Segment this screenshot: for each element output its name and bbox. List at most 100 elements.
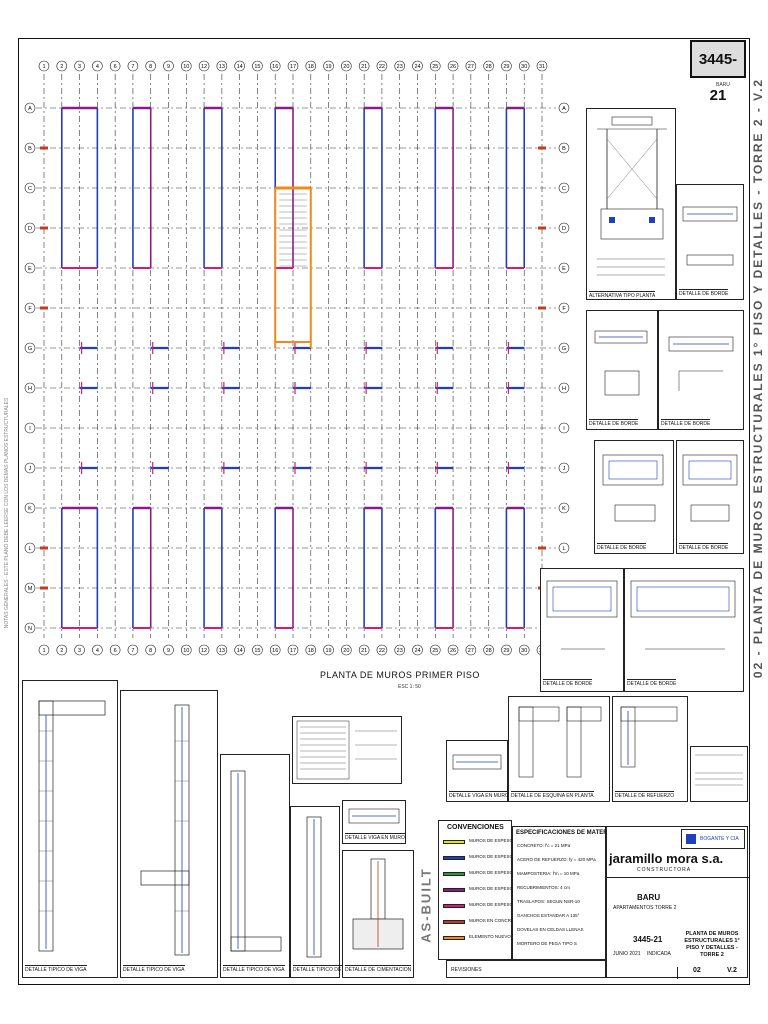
svg-text:6: 6 [114, 64, 117, 70]
svg-text:8: 8 [149, 64, 152, 70]
detail-muro-a: DETALLE TIPICO DE VIGA [22, 680, 118, 978]
legend-label: MUROS DE ESPESOR e=10cm [469, 838, 534, 843]
caption-viga-1: DETALLE DE BORDE [679, 289, 729, 297]
svg-text:21: 21 [361, 648, 367, 654]
grid-col-bubble: 1 [38, 644, 50, 656]
svg-text:4: 4 [96, 648, 99, 654]
caption-dovela: DETALLE VIGA EN MURO [449, 791, 509, 799]
legend-label: MUROS DE ESPESOR e=25cm [469, 902, 534, 907]
grid-row-bubble: D [24, 222, 36, 234]
svg-text:28: 28 [486, 648, 492, 654]
caption-muro-d: DETALLE TIPICO DE VIGA [293, 965, 355, 973]
detail-viga-4: DETALLE DE BORDE [594, 440, 674, 554]
grid-row-bubble: J [24, 462, 36, 474]
detail-viga-3-drawing [668, 336, 734, 391]
svg-text:4: 4 [96, 64, 99, 70]
detail-alternativa-drawing [597, 116, 667, 276]
grid-row-bubble: D [558, 222, 570, 234]
caption-alternativa: ALTERNATIVA TIPO PLANTA [589, 291, 656, 299]
caption-viga-en-muro: DETALLE VIGA EN MURO [345, 833, 405, 841]
caption-viga-2: DETALLE DE BORDE [589, 419, 639, 427]
svg-text:9: 9 [167, 64, 170, 70]
detail-dovela: DETALLE VIGA EN MURO [446, 740, 509, 802]
detail-viga-2: DETALLE DE BORDE [586, 310, 658, 430]
grid-col-bubble: 21 [358, 644, 370, 656]
detail-cimentacion-drawing [352, 858, 404, 950]
svg-text:I: I [563, 426, 565, 432]
grid-row-bubble: I [558, 422, 570, 434]
svg-text:1: 1 [42, 64, 45, 70]
detail-muro-b-drawing [140, 704, 190, 956]
svg-text:14: 14 [237, 648, 243, 654]
svg-text:16: 16 [272, 64, 278, 70]
tb-drawing-number: 3445-21 [633, 935, 663, 944]
as-built-stamp: AS-BUILT [418, 850, 434, 960]
svg-text:7: 7 [131, 648, 134, 654]
grid-col-bubble: 6 [109, 644, 121, 656]
grid-col-bubble: 10 [180, 60, 192, 72]
grid-col-bubble: 13 [216, 60, 228, 72]
svg-text:19: 19 [326, 64, 332, 70]
plan-scale: ESC 1: 50 [398, 684, 421, 690]
grid-row-bubble: L [24, 542, 36, 554]
tb-scale: INDICADA [647, 951, 671, 957]
svg-text:27: 27 [468, 64, 474, 70]
svg-text:17: 17 [290, 648, 296, 654]
grid-row-bubble: F [24, 302, 36, 314]
legend-item: ELEMENTO NUEVO [443, 933, 523, 943]
grid-col-bubble: 19 [323, 644, 334, 656]
grid-col-bubble: 27 [465, 644, 477, 656]
legend-label: ELEMENTO NUEVO [469, 934, 511, 939]
svg-text:B: B [28, 146, 32, 152]
caption-viga-6: DETALLE DE BORDE [543, 679, 593, 687]
detail-viga-en-muro: DETALLE VIGA EN MURO [342, 800, 406, 844]
caption-viga-3: DETALLE DE BORDE [661, 419, 711, 427]
svg-text:24: 24 [414, 648, 420, 654]
grid-col-bubble: 26 [447, 60, 459, 72]
spec-row: MORTERO DE PEGA TIPO S [517, 941, 577, 946]
legend-title: CONVENCIONES [447, 824, 504, 831]
svg-text:18: 18 [308, 648, 314, 654]
svg-text:N: N [28, 626, 32, 632]
grid-col-bubble: 23 [394, 60, 406, 72]
specs-title: ESPECIFICACIONES DE MATERIALES [516, 830, 626, 836]
revisions-label: REVISIONES [451, 967, 482, 973]
grid-col-bubble: 16 [269, 60, 281, 72]
legend-swatch [443, 856, 465, 860]
grid-col-bubble: 12 [198, 60, 210, 72]
svg-text:6: 6 [114, 648, 117, 654]
svg-text:L: L [562, 546, 565, 552]
svg-text:C: C [562, 186, 566, 192]
grid-col-bubble: 23 [394, 644, 406, 656]
revisions-block: REVISIONES [446, 960, 606, 978]
caption-muro-c: DETALLE TIPICO DE VIGA [223, 965, 285, 973]
grid-col-bubble: 15 [252, 644, 263, 656]
svg-text:15: 15 [254, 64, 260, 70]
svg-text:F: F [562, 306, 566, 312]
grid-col-bubble: 27 [465, 60, 477, 72]
spec-row: MAMPOSTERIA: f'm = 10 MPa [517, 871, 580, 876]
svg-text:17: 17 [290, 64, 296, 70]
svg-text:29: 29 [503, 64, 509, 70]
svg-text:26: 26 [450, 648, 456, 654]
grid-col-bubble: 25 [429, 644, 441, 656]
svg-text:L: L [28, 546, 31, 552]
consultant-logo-text: BOGANTE Y CIA [700, 836, 739, 842]
svg-text:E: E [562, 266, 566, 272]
detail-viga-6-drawing [546, 580, 618, 650]
grid-col-bubble: 25 [429, 60, 441, 72]
grid-col-bubble: 1 [38, 60, 50, 72]
caption-muro-b: DETALLE TIPICO DE VIGA [123, 965, 185, 973]
svg-text:13: 13 [219, 64, 225, 70]
legend-label: MUROS DE ESPESOR e=15cm [469, 870, 534, 875]
detail-viga-3: DETALLE DE BORDE [658, 310, 744, 430]
svg-text:23: 23 [397, 64, 403, 70]
detail-esquina-drawing [518, 706, 602, 778]
grid-col-bubble: 2 [56, 644, 68, 656]
svg-text:22: 22 [379, 64, 385, 70]
legend-item: MUROS DE ESPESOR e=15cm [443, 869, 534, 879]
grid-col-bubble: 9 [163, 644, 174, 656]
svg-text:30: 30 [521, 648, 527, 654]
legend-swatch [443, 840, 465, 844]
legend-label: MUROS EN CONCRETO [469, 918, 521, 923]
